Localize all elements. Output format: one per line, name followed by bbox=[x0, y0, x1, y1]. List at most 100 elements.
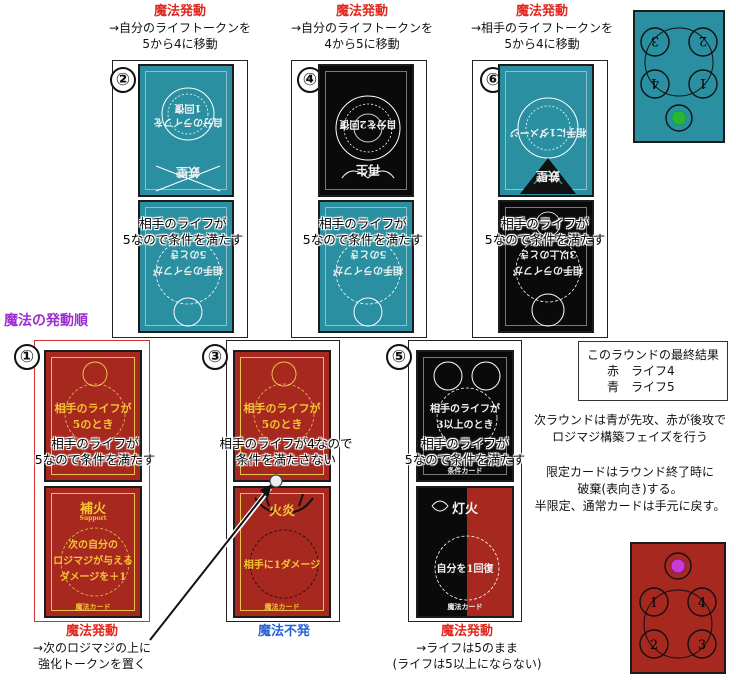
caption-head: 魔法発動 bbox=[335, 4, 388, 19]
overlay-step-5: 相手のライフが 5なので条件を満たす bbox=[390, 436, 540, 468]
final-result-box: このラウンドの最終結果 赤 ライフ4 青 ライフ5 bbox=[578, 341, 728, 401]
caption-step-5: 魔法発動 →ライフは5のまま (ライフは5以上にならない) bbox=[382, 624, 552, 672]
lantern-icon bbox=[431, 488, 512, 616]
order-label: 魔法の発動順 bbox=[4, 313, 88, 329]
life-token-board-icon: 3 2 4 1 bbox=[640, 27, 718, 132]
overlay-line: 相手のライフが bbox=[51, 436, 139, 451]
caption-head: 魔法発動 bbox=[153, 4, 206, 19]
card-2-magic: 鉄壁 自分のライフを 1回復 bbox=[138, 64, 234, 197]
card-footer: 魔法カード bbox=[75, 602, 111, 611]
caption-line: 4から5に移動 bbox=[324, 37, 400, 51]
card-effect: ダメージを＋1 bbox=[59, 572, 127, 583]
magic-circle-icon bbox=[253, 361, 315, 445]
step-2-number: ② bbox=[110, 67, 136, 93]
step-5-number: ⑤ bbox=[386, 344, 412, 370]
card-1-magic: 補火 Support 次の自分の ロジマジが与える ダメージを＋1 魔法カード bbox=[44, 486, 142, 618]
magic-circle-icon bbox=[64, 361, 126, 445]
note-line: ロジマジ構築フェイズを行う bbox=[552, 430, 708, 444]
caption-line: (ライフは5以上にならない) bbox=[392, 657, 542, 671]
card-effect: 相手に1ダメージ bbox=[243, 560, 321, 571]
caption-line: 強化トークンを置く bbox=[37, 657, 146, 671]
card-name: 灯火 bbox=[451, 502, 478, 517]
overlay-step-2: 相手のライフが 5なので条件を満たす bbox=[108, 216, 258, 248]
card-6-condition: 相手のライフが 3以上のとき bbox=[498, 200, 594, 333]
result-red: 赤 ライフ4 bbox=[607, 364, 675, 378]
card-footer: 条件カード bbox=[447, 466, 483, 475]
caption-step-4: 魔法発動 →自分のライフトークンを 4から5に移動 bbox=[282, 4, 442, 52]
token-number: 1 bbox=[650, 596, 658, 611]
caption-head: 魔法発動 bbox=[65, 624, 118, 639]
caption-step-1: 魔法発動 →次のロジマジの上に 強化トークンを置く bbox=[12, 624, 172, 672]
token-number: 3 bbox=[651, 33, 659, 48]
card-effect: 次の自分の bbox=[68, 540, 118, 551]
magic-circle-icon bbox=[335, 239, 401, 327]
token-number: 4 bbox=[698, 596, 706, 611]
result-blue: 青 ライフ5 bbox=[607, 380, 675, 394]
overlay-line: 相手のライフが bbox=[421, 436, 509, 451]
antlers-icon bbox=[249, 493, 319, 599]
note-line: 破棄(表向き)する。 bbox=[577, 482, 683, 496]
card-2-condition: 相手のライフが 5のとき bbox=[138, 200, 234, 333]
caption-line: →相手のライフトークンを bbox=[470, 21, 614, 35]
card-subname: Support bbox=[79, 515, 107, 522]
step-3-number: ③ bbox=[202, 344, 228, 370]
card-3-magic: 火炎 相手に1ダメージ 魔法カード bbox=[233, 486, 331, 618]
life-token-board-icon: 1 4 2 3 bbox=[639, 552, 717, 659]
card-4-magic: 再生 自分を2回復 bbox=[318, 64, 414, 197]
magic-circle-icon bbox=[155, 87, 221, 192]
overlay-step-3: 相手のライフが4なので 条件を満たさない bbox=[206, 436, 366, 468]
card-4-condition: 相手のライフが 5のとき bbox=[318, 200, 414, 333]
card-condition-text: 相手のライフが bbox=[54, 402, 132, 415]
note-line: 次ラウンドは青が先攻、赤が後攻で bbox=[533, 413, 726, 427]
caption-head: 魔法発動 bbox=[440, 624, 493, 639]
caption-line: →自分のライフトークンを bbox=[290, 21, 434, 35]
magic-circle-icon bbox=[155, 239, 221, 327]
token-number: 3 bbox=[698, 638, 706, 653]
card-name: 補火 bbox=[79, 502, 106, 517]
card-effect: 自分を1回復 bbox=[436, 564, 494, 575]
note-line: 半限定、通常カードは手元に戻す。 bbox=[534, 499, 726, 513]
token-number: 1 bbox=[699, 75, 707, 90]
overlay-line: 5なので条件を満たす bbox=[404, 452, 526, 467]
discard-note: 限定カードはラウンド終了時に 破棄(表向き)する。 半限定、通常カードは手元に戻… bbox=[526, 464, 734, 515]
caption-step-6: 魔法発動 →相手のライフトークンを 5から4に移動 bbox=[462, 4, 622, 52]
card-1-condition: 相手のライフが 5のとき bbox=[44, 350, 142, 482]
magic-circle-icon bbox=[515, 211, 581, 327]
caption-line: 5から4に移動 bbox=[142, 37, 218, 51]
card-condition-text: 5のとき bbox=[72, 418, 114, 431]
overlay-line: 相手のライフが bbox=[319, 216, 407, 231]
red-player-board: 1 4 2 3 bbox=[630, 542, 726, 674]
card-condition-text: 5のとき bbox=[261, 418, 303, 431]
card-name: 火炎 bbox=[268, 504, 295, 519]
overlay-line: 5なので条件を満たす bbox=[302, 232, 424, 247]
overlay-line: 5なので条件を満たす bbox=[484, 232, 606, 247]
card-condition-text: 相手のライフが bbox=[243, 402, 321, 415]
card-footer: 魔法カード bbox=[447, 602, 483, 611]
token-number: 2 bbox=[650, 638, 658, 653]
card-effect: ロジマジが与える bbox=[53, 556, 133, 567]
card-condition-text: 3以上のとき bbox=[436, 420, 494, 431]
next-round-note: 次ラウンドは青が先攻、赤が後攻で ロジマジ構築フェイズを行う bbox=[526, 412, 734, 446]
caption-line: →ライフは5のまま bbox=[416, 641, 518, 655]
overlay-step-6: 相手のライフが 5なので条件を満たす bbox=[470, 216, 620, 248]
token-number: 4 bbox=[651, 75, 659, 90]
overlay-line: 相手のライフが bbox=[501, 216, 589, 231]
overlay-line: 5なので条件を満たす bbox=[122, 232, 244, 247]
overlay-line: 条件を満たさない bbox=[235, 452, 336, 467]
card-3-condition: 相手のライフが 5のとき bbox=[233, 350, 331, 482]
magic-circle-icon bbox=[433, 361, 501, 449]
overlay-line: 相手のライフが bbox=[139, 216, 227, 231]
card-5-condition: 相手のライフが 3以上のとき 条件カード bbox=[416, 350, 514, 482]
caption-line: 5から4に移動 bbox=[504, 37, 580, 51]
overlay-line: 5なので条件を満たす bbox=[34, 452, 156, 467]
overlay-step-1: 相手のライフが 5なので条件を満たす bbox=[20, 436, 170, 468]
card-footer: 魔法カード bbox=[264, 602, 300, 611]
step-1-number: ① bbox=[14, 344, 40, 370]
card-5-magic: 灯火 自分を1回復 魔法カード bbox=[416, 486, 514, 618]
blue-player-board: 3 2 4 1 bbox=[633, 10, 725, 143]
caption-step-3: 魔法不発 bbox=[204, 624, 364, 640]
caption-line: →次のロジマジの上に bbox=[32, 641, 152, 655]
magic-circle-icon bbox=[60, 527, 130, 597]
magic-circle-icon bbox=[517, 97, 579, 194]
